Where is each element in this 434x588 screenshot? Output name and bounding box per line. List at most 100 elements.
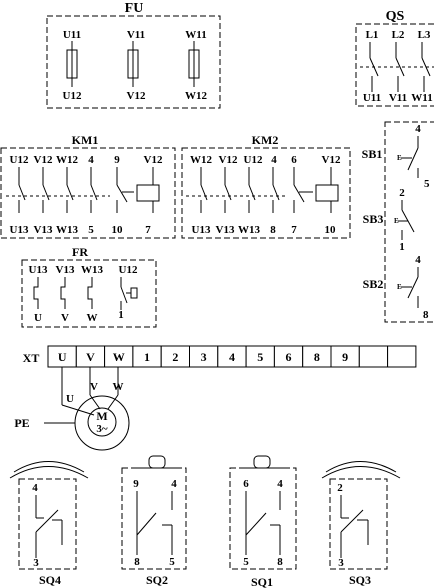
sb3-mark: E <box>394 217 399 225</box>
km2-title: KM2 <box>252 133 279 147</box>
sq4-bottom: 3 <box>33 557 39 569</box>
sq4-top: 4 <box>32 482 38 494</box>
fu-bottom-v: V12 <box>127 90 146 102</box>
sq2-limit-switch: 9 4 8 5 SQ2 <box>121 455 187 587</box>
sb1-label: SB1 <box>362 147 383 161</box>
km2-top-2: U12 <box>244 154 263 166</box>
sb2-bottom: 8 <box>423 309 429 321</box>
km1-bottom-4: 10 <box>112 224 124 236</box>
xt-cell-label: 3 <box>201 350 207 364</box>
km2-bottom-0: U13 <box>192 224 211 236</box>
sq3-top: 2 <box>337 482 343 494</box>
sb2-pushbutton: SB2 4 E 8 <box>363 254 429 321</box>
km2-top-0: W12 <box>190 154 213 166</box>
km2-bottom-1: V13 <box>216 224 235 236</box>
qs-bottom-w11: W11 <box>411 92 432 104</box>
km1-bottom-0: U13 <box>10 224 29 236</box>
motor-inner-circle-icon <box>87 407 117 437</box>
fr-enclosure <box>21 259 157 328</box>
km1-title: KM1 <box>72 133 99 147</box>
qs-top-l3: L3 <box>418 29 431 41</box>
qs-switch-block: QS L1 L2 L3 U11 V11 W11 <box>355 9 434 107</box>
motor-lead-w: W <box>113 381 124 393</box>
sq2-label: SQ2 <box>146 573 168 587</box>
sb1-top: 4 <box>415 123 421 135</box>
km2-coil-icon <box>315 184 339 202</box>
sq1-top-right: 4 <box>277 478 283 490</box>
km1-bottom-3: 5 <box>88 224 94 236</box>
motor-line2: 3~ <box>96 423 108 435</box>
fu-top-u: U11 <box>63 29 81 41</box>
sq3-limit-switch: 2 3 SQ3 <box>321 461 401 587</box>
sb2-top: 4 <box>415 254 421 266</box>
sq3-enclosure <box>329 478 388 570</box>
km1-top-1: V12 <box>34 154 53 166</box>
xt-label: XT <box>23 351 40 365</box>
sb3-top: 2 <box>399 187 405 199</box>
xt-cell <box>358 345 389 368</box>
km1-coil-icon <box>136 184 160 202</box>
sq2-plunger-icon <box>148 455 166 469</box>
xt-cell-label: 6 <box>286 350 292 364</box>
sb1-bottom: 5 <box>424 178 430 190</box>
fuse-element-icon <box>66 49 78 79</box>
sq2-bottom-right: 5 <box>169 556 175 568</box>
km2-bottom-5: 10 <box>325 224 337 236</box>
fu-top-v: V11 <box>127 29 145 41</box>
fr-bottom-1: V <box>61 312 69 324</box>
fuse-v: V11 V12 <box>127 29 146 102</box>
fu-bottom-w: W12 <box>185 90 208 102</box>
fu-fuse-block: FU U11 U12 V11 V12 W11 W12 <box>46 1 221 109</box>
xt-cell <box>387 345 417 368</box>
sq1-plunger-icon <box>253 455 271 469</box>
xt-cell-label: W <box>113 350 125 364</box>
sq3-roller-arm-icon <box>321 466 401 479</box>
sq4-roller-arm-icon <box>9 466 89 479</box>
sb2-label: SB2 <box>363 277 384 291</box>
sq4-enclosure <box>18 478 77 570</box>
fr-relay-block: FR U13 V13 W13 U12 U V W 1 <box>21 245 157 328</box>
sq2-top-right: 4 <box>171 478 177 490</box>
km1-contacts-icon <box>6 167 160 213</box>
motor-line1: M <box>96 409 107 423</box>
sq4-label: SQ4 <box>39 573 61 587</box>
fu-bottom-u: U12 <box>63 90 82 102</box>
km1-top-5: V12 <box>144 154 163 166</box>
km1-top-2: W12 <box>56 154 79 166</box>
km2-bottom-2: W13 <box>238 224 261 236</box>
fu-top-w: W11 <box>185 29 206 41</box>
fr-bottom-2: W <box>87 312 98 324</box>
fr-top-1: V13 <box>56 264 75 276</box>
km1-top-4: 9 <box>114 154 120 166</box>
fr-thermal-elements-icon <box>33 277 138 310</box>
sb3-label: SB3 <box>363 212 384 226</box>
sb-enclosure <box>384 121 434 323</box>
sb3-bottom: 1 <box>399 241 405 253</box>
qs-contacts-icon <box>360 42 434 92</box>
sq1-bottom-right: 8 <box>277 556 283 568</box>
km1-enclosure <box>0 147 176 239</box>
xt-cell-label: 1 <box>144 350 150 364</box>
fuse-element-icon <box>188 49 200 79</box>
sq1-enclosure <box>229 467 297 570</box>
xt-cell-label: 9 <box>342 350 348 364</box>
km2-enclosure <box>181 147 351 239</box>
motor-lead-v: V <box>90 381 98 393</box>
sb1-pushbutton: SB1 4 E 5 <box>362 123 430 190</box>
km2-top-4: 6 <box>291 154 297 166</box>
km1-top-0: U12 <box>10 154 29 166</box>
sq2-top-left: 9 <box>133 478 139 490</box>
fuse-element-icon <box>127 49 139 79</box>
km1-bottom-2: W13 <box>56 224 79 236</box>
motor: U V W M 3~ PE <box>14 367 130 451</box>
fuse-w: W11 W12 <box>185 29 208 102</box>
sb2-mark: E <box>397 283 402 291</box>
fuse-u: U11 U12 <box>63 29 82 102</box>
sq1-limit-switch: 6 4 5 8 SQ1 <box>229 455 297 588</box>
fr-bottom-3: 1 <box>118 309 124 321</box>
sq1-label: SQ1 <box>251 575 273 588</box>
sq2-enclosure <box>121 467 187 570</box>
